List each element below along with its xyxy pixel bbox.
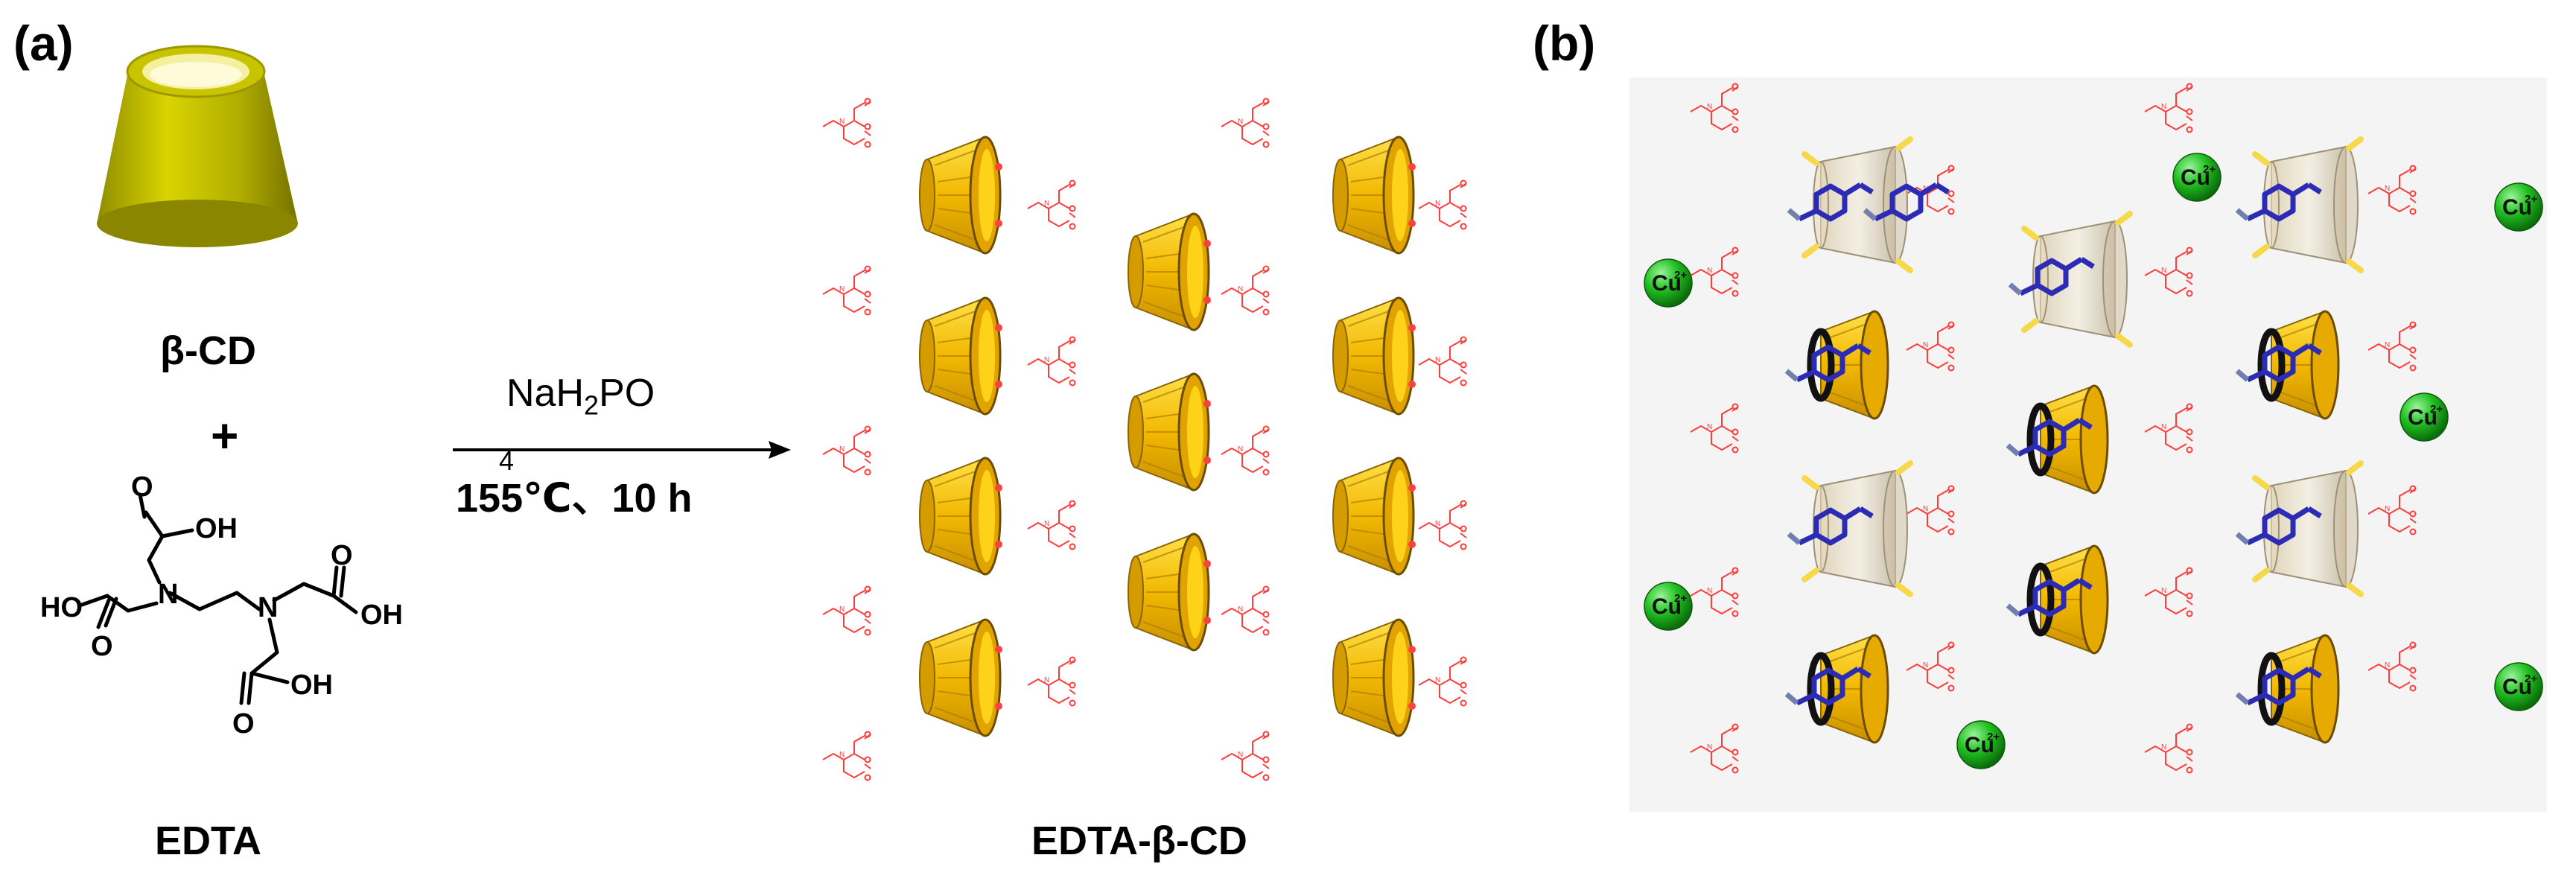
edta-o-left: O bbox=[91, 631, 113, 662]
cd-unit bbox=[918, 136, 1004, 255]
beta-cd-cone-icon bbox=[97, 45, 298, 247]
svg-text:Cu: Cu bbox=[1652, 594, 1682, 619]
edta-structure bbox=[80, 492, 358, 705]
cu-ion: Cu 2+ bbox=[1644, 582, 1693, 631]
edta-o-bottom: O bbox=[232, 708, 255, 740]
edta-ho-left: HO bbox=[40, 592, 83, 623]
cu-ion: Cu 2+ bbox=[2400, 392, 2449, 442]
svg-text:Cu: Cu bbox=[2408, 405, 2437, 430]
reagent-label: NaH2PO bbox=[506, 371, 655, 421]
edta-o-top: O bbox=[131, 471, 153, 503]
svg-text:Cu: Cu bbox=[2502, 195, 2532, 220]
svg-text:Cu: Cu bbox=[1965, 733, 1994, 757]
cd-unit bbox=[1127, 533, 1212, 652]
svg-text:2+: 2+ bbox=[1674, 592, 1687, 605]
edta-n-left: N bbox=[158, 579, 178, 610]
cd-unit bbox=[918, 296, 1004, 416]
reaction-arrow bbox=[453, 441, 791, 459]
edta-oh-top: OH bbox=[195, 513, 238, 544]
cu-ion: Cu 2+ bbox=[1644, 258, 1693, 308]
reagent-subscript-4: 4 bbox=[499, 445, 515, 476]
cd-unit bbox=[918, 618, 1004, 737]
svg-text:Cu: Cu bbox=[2502, 675, 2532, 699]
svg-text:2+: 2+ bbox=[1674, 269, 1687, 282]
svg-text:2+: 2+ bbox=[1987, 731, 2000, 743]
cd-unit bbox=[1332, 618, 1417, 737]
edta-label: EDTA bbox=[155, 819, 261, 863]
reagent-tail: PO bbox=[599, 372, 655, 415]
cu-ions: Cu 2+ Cu 2+ Cu 2+ Cu 2+ Cu 2+ Cu 2+ Cu 2… bbox=[1644, 153, 2543, 769]
edta-atom-labels: N N OH HO OH OH O O O O bbox=[40, 471, 403, 740]
reagent-subscript-2: 2 bbox=[584, 390, 600, 421]
plus-sign: + bbox=[211, 409, 239, 463]
cd-unit bbox=[1332, 457, 1417, 576]
cu-ion: Cu 2+ bbox=[2494, 662, 2543, 711]
panel-b-label: (b) bbox=[1533, 16, 1596, 71]
cd-unit bbox=[918, 457, 1004, 576]
cd-unit bbox=[1127, 212, 1212, 331]
svg-text:2+: 2+ bbox=[2430, 403, 2443, 416]
edta-oh-right: OH bbox=[360, 600, 403, 631]
cu-ion: Cu 2+ bbox=[1956, 720, 2006, 769]
cu-ion: Cu 2+ bbox=[2494, 182, 2543, 232]
svg-text:2+: 2+ bbox=[2525, 193, 2537, 206]
edta-n-right: N bbox=[258, 592, 278, 623]
cd-unit bbox=[1332, 136, 1417, 255]
reaction-conditions: 155℃、10 h bbox=[456, 476, 693, 521]
cd-unit bbox=[1127, 372, 1212, 492]
svg-text:Cu: Cu bbox=[2181, 165, 2210, 190]
product-cd-units bbox=[918, 136, 1417, 737]
panel-a-label: (a) bbox=[13, 16, 74, 71]
beta-cd-label: β-CD bbox=[160, 328, 256, 373]
cd-unit bbox=[1332, 296, 1417, 416]
product-label: EDTA-β-CD bbox=[1031, 819, 1247, 863]
reagent-main: NaH bbox=[506, 372, 585, 415]
edta-oh-bottom: OH bbox=[290, 670, 333, 701]
svg-text:2+: 2+ bbox=[2203, 163, 2216, 176]
svg-text:2+: 2+ bbox=[2525, 673, 2537, 685]
edta-o-right: O bbox=[331, 540, 353, 571]
svg-text:Cu: Cu bbox=[1652, 271, 1682, 296]
cu-ion: Cu 2+ bbox=[2172, 153, 2222, 202]
